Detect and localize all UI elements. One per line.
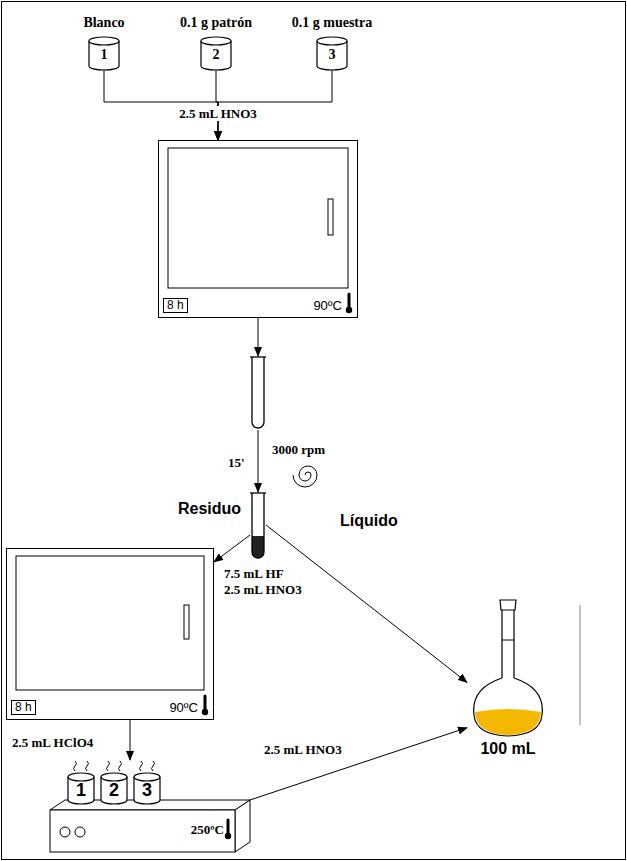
oven-outline bbox=[7, 549, 214, 720]
oven-handle bbox=[328, 199, 333, 235]
beaker-rim bbox=[134, 773, 160, 781]
tube-lip bbox=[250, 492, 266, 493]
steam bbox=[152, 761, 155, 771]
thermometer-stem bbox=[227, 820, 230, 834]
thermometer-bulb bbox=[346, 307, 352, 313]
oven-drawing bbox=[158, 140, 358, 318]
plate-beaker: 1 bbox=[64, 772, 98, 804]
beaker-rim bbox=[89, 37, 119, 45]
flow-arrow bbox=[258, 318, 259, 356]
node-text: 90ºC bbox=[169, 701, 198, 715]
sample-beaker: Blanco1 bbox=[85, 36, 123, 70]
reagent-note: 2.5 mL HNO3 bbox=[222, 582, 304, 597]
node-text: 3 bbox=[130, 780, 164, 801]
centrifuge-tube bbox=[250, 492, 266, 560]
node-text: 8 h bbox=[11, 700, 36, 715]
flow-arrow bbox=[104, 70, 218, 140]
node-text: Blanco bbox=[83, 15, 124, 31]
flow-arrow bbox=[250, 728, 467, 800]
tube-outline bbox=[252, 493, 264, 558]
edge-label: 15' bbox=[226, 455, 247, 470]
tube-drawing bbox=[250, 356, 266, 430]
oven-box: 8 h 90ºC bbox=[158, 140, 358, 318]
tube-outline bbox=[252, 357, 264, 428]
plate-knob bbox=[60, 827, 70, 837]
tube-drawing bbox=[250, 492, 266, 560]
steam bbox=[140, 761, 143, 771]
node-text: 1 bbox=[64, 780, 98, 801]
node-text: 3 bbox=[313, 47, 351, 63]
flow-arrow bbox=[214, 535, 250, 562]
reagent-note: 7.5 mL HF bbox=[222, 566, 286, 581]
edge-label: 2.5 mL HNO3 bbox=[177, 106, 259, 121]
sample-beaker: 0.1 g muestra3 bbox=[313, 36, 351, 70]
node-text: 2 bbox=[197, 47, 235, 63]
flask-stopper bbox=[500, 600, 516, 610]
node-text: 0.1 g muestra bbox=[292, 15, 373, 31]
reagent-note: 3000 rpm bbox=[270, 442, 327, 457]
node-text: 0.1 g patrón bbox=[180, 15, 252, 31]
tube-lip bbox=[250, 356, 266, 357]
spin-symbol bbox=[293, 466, 317, 487]
plate-beaker: 2 bbox=[97, 772, 131, 804]
edge-label: Residuo bbox=[176, 500, 243, 518]
edge-label: 2.5 mL HClO4 bbox=[10, 735, 95, 750]
oven-box: 8 h 90ºC bbox=[6, 548, 214, 720]
plate-front bbox=[50, 810, 235, 852]
oven-handle bbox=[184, 605, 189, 639]
thermometer-stem bbox=[204, 696, 207, 710]
node-text: 8 h bbox=[163, 298, 188, 313]
flow-arrow bbox=[258, 430, 259, 492]
steam bbox=[86, 761, 89, 771]
node-text: 100 mL bbox=[467, 740, 549, 758]
centrifuge-tube bbox=[250, 356, 266, 430]
node-text: 90ºC bbox=[313, 299, 342, 313]
thermometer-bulb bbox=[202, 709, 208, 715]
flow-arrow bbox=[218, 70, 332, 140]
steam bbox=[119, 761, 122, 771]
oven-outline bbox=[159, 141, 358, 318]
edge-label: 2.5 mL HNO3 bbox=[262, 742, 344, 757]
node-text: 2 bbox=[97, 780, 131, 801]
flask-mark bbox=[502, 640, 514, 641]
flask-drawing bbox=[467, 600, 549, 758]
thermometer-bulb bbox=[225, 833, 231, 839]
plate-beaker: 3 bbox=[130, 772, 164, 804]
node-text: 1 bbox=[85, 47, 123, 63]
flask-neck bbox=[502, 610, 514, 678]
sample-beaker: 0.1 g patrón2 bbox=[197, 36, 235, 70]
beaker-rim bbox=[68, 773, 94, 781]
oven-door bbox=[16, 556, 204, 690]
beaker-rim bbox=[101, 773, 127, 781]
plate-knob bbox=[75, 827, 85, 837]
thermometer-stem bbox=[348, 294, 351, 308]
steam bbox=[107, 761, 110, 771]
plate-side bbox=[235, 800, 250, 852]
volumetric-flask: 100 mL bbox=[467, 600, 549, 758]
flow-arrow bbox=[130, 720, 131, 760]
steam bbox=[74, 761, 77, 771]
edge-label: Líquido bbox=[338, 512, 400, 530]
node-text: 250ºC bbox=[191, 822, 224, 838]
beaker-rim bbox=[317, 37, 347, 45]
flow-arrow bbox=[266, 525, 467, 682]
hot-plate: 250ºC 123 bbox=[45, 760, 250, 855]
oven-drawing bbox=[6, 548, 214, 720]
flask-bulb bbox=[474, 678, 543, 736]
beaker-rim bbox=[201, 37, 231, 45]
stray-line bbox=[580, 605, 581, 725]
oven-door bbox=[168, 148, 348, 288]
tube-residue bbox=[252, 536, 264, 558]
